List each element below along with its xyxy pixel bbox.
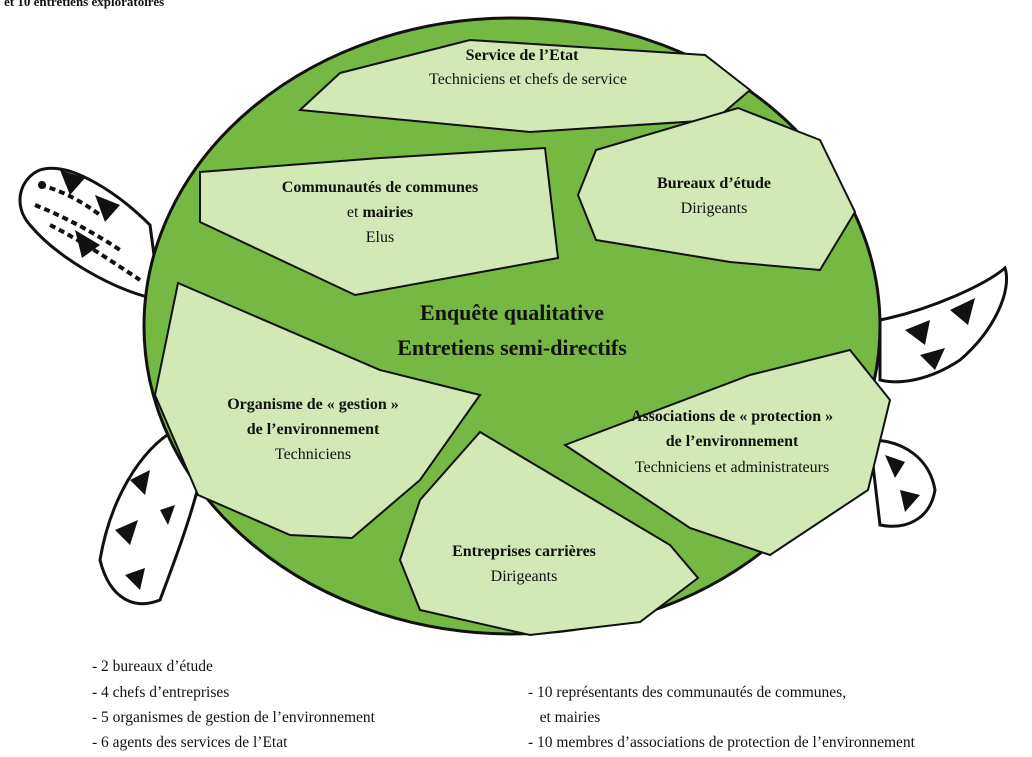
list-item: - 10 représentants des communautés de co… (528, 684, 847, 701)
diagram-heading: et 10 entretiens exploratoires (4, 0, 165, 9)
entreprises-title: Entreprises carrières (452, 543, 596, 560)
center-title-line1: Enquête qualitative (420, 300, 604, 325)
entreprises-subtitle: Dirigeants (491, 568, 558, 585)
turtle-leg-left-lower (98, 427, 202, 606)
communautes-title-line2: et mairies (347, 204, 413, 221)
turtle-leg-right-upper (878, 265, 1008, 384)
list-item: - 6 agents des services de l’Etat (92, 734, 288, 751)
turtle-image (18, 166, 1008, 606)
etat-subtitle: Techniciens et chefs de service (429, 71, 627, 88)
organisme-title: Organisme de « gestion » (227, 396, 399, 413)
communautes-subtitle: Elus (366, 229, 394, 246)
organisme-subtitle: Techniciens (275, 446, 351, 463)
panel-bureaux (576, 106, 857, 272)
center-title-line2: Entretiens semi-directifs (397, 335, 627, 360)
list-item: - 2 bureaux d’étude (92, 658, 213, 675)
panel-organisme (153, 281, 482, 540)
turtle-head (18, 166, 162, 302)
panel-communautes (199, 146, 560, 297)
associations-title-line2: de l’environnement (666, 433, 799, 450)
list-item: - 10 membres d’associations de protectio… (528, 734, 915, 751)
bureaux-subtitle: Dirigeants (681, 200, 748, 217)
bureaux-title: Bureaux d’étude (657, 175, 771, 192)
list-item: - 4 chefs d’entreprises (92, 684, 230, 701)
organisme-title-line2: de l’environnement (247, 421, 380, 438)
list-item: - 5 organismes de gestion de l’environne… (92, 709, 375, 726)
associations-subtitle: Techniciens et administrateurs (635, 459, 829, 476)
panel-entreprises (398, 430, 700, 637)
panel-service-etat (297, 38, 752, 134)
turtle-leg-right-lower (868, 438, 937, 528)
list-item: et mairies (528, 709, 601, 726)
etat-title: Service de l’Etat (466, 47, 580, 64)
panel-associations (562, 348, 892, 557)
communautes-title: Communautés de communes (282, 179, 478, 196)
associations-title: Associations de « protection » (631, 408, 833, 425)
